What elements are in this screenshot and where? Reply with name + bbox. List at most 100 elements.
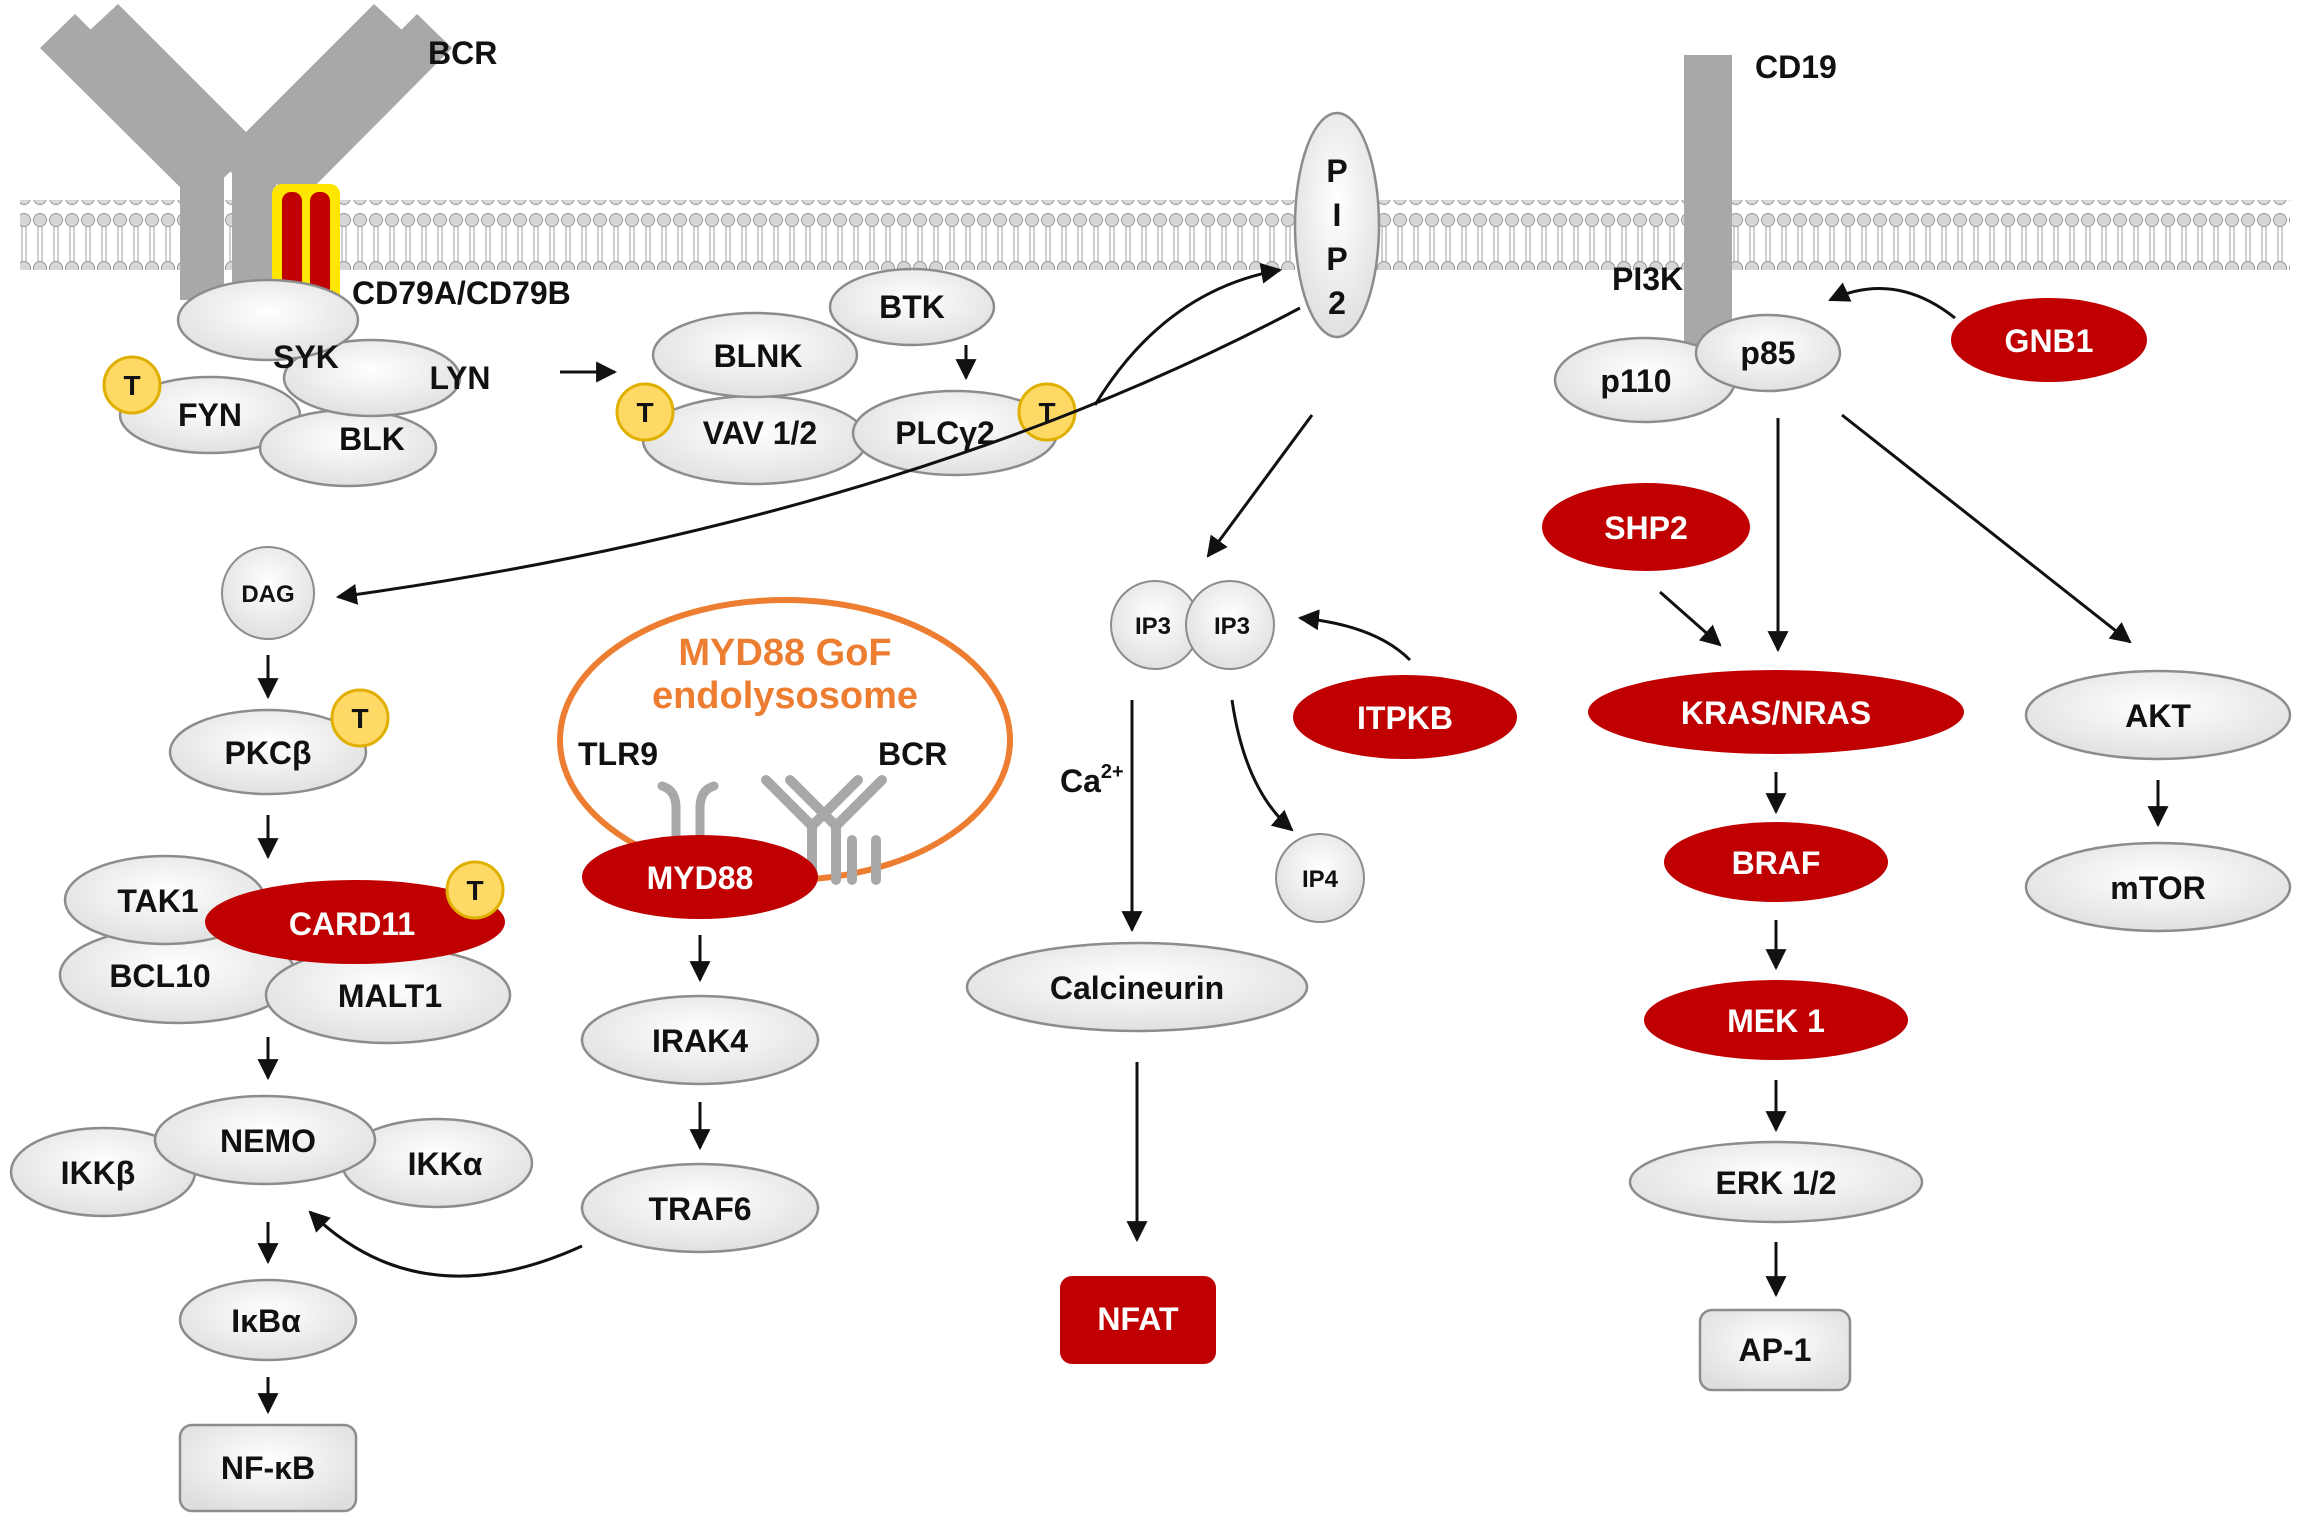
cd19-label: CD19 [1755, 49, 1837, 85]
phospho-badge-vav: T [615, 382, 675, 442]
svg-text:T: T [351, 703, 368, 734]
p85-node [1694, 313, 1842, 393]
bcr-receptor [40, 4, 452, 300]
syk-node: SYK [273, 339, 339, 375]
svg-text:NEMO: NEMO [220, 1123, 316, 1159]
ikba-node [178, 1278, 358, 1362]
arrow-pip2-to-ip3 [1206, 414, 1314, 558]
svg-text:MYD88: MYD88 [647, 860, 754, 896]
cd19-receptor [1684, 55, 1732, 355]
btk-node: BTK [879, 289, 945, 325]
pi3k-label: PI3K [1612, 261, 1683, 297]
pip2-letter-p1: P [1326, 153, 1347, 189]
traf6-node [580, 1162, 820, 1254]
blnk-node: BLNK [714, 338, 803, 374]
kras-nras-node [1588, 670, 1964, 754]
svg-text:T: T [466, 875, 483, 906]
endolysosome-title-line1: MYD88 GoF [678, 632, 891, 674]
svg-text:TRAF6: TRAF6 [648, 1191, 751, 1227]
erk-node [1628, 1140, 1924, 1224]
svg-text:SHP2: SHP2 [1604, 510, 1688, 546]
svg-text:DAG: DAG [241, 581, 294, 608]
pathway-arrows [257, 262, 2169, 1415]
nfkb-node [178, 1423, 358, 1513]
svg-text:CARD11: CARD11 [289, 906, 415, 942]
plcg2-node: PLCγ2 [895, 415, 995, 451]
arrow-p85-to-akt [1841, 413, 2132, 644]
akt-node [2024, 669, 2292, 761]
svg-text:Calcineurin: Calcineurin [1050, 970, 1224, 1006]
svg-text:AKT: AKT [2125, 698, 2191, 734]
ip3-node-b [1185, 580, 1275, 670]
svg-text:IRAK4: IRAK4 [652, 1023, 748, 1059]
arrow-traf6-to-ikk [308, 1210, 583, 1278]
pip2-letter-p2: P [1326, 241, 1347, 277]
calcium-label: Ca2+ [1060, 761, 1124, 799]
svg-text:IP4: IP4 [1302, 866, 1339, 893]
nfat-node [1060, 1276, 1216, 1364]
svg-text:BRAF: BRAF [1732, 845, 1821, 881]
lyn-node: LYN [429, 360, 490, 396]
fyn-node: FYN [178, 397, 242, 433]
endolysosome-title-line2: endolysosome [652, 675, 918, 717]
cd79-label: CD79A/CD79B [352, 275, 571, 311]
svg-text:ERK 1/2: ERK 1/2 [1716, 1165, 1837, 1201]
ap1-node [1698, 1308, 1852, 1392]
tlr9-receptor [657, 781, 719, 875]
blnk-signalosome [641, 267, 1059, 486]
svg-text:KRAS/NRAS: KRAS/NRAS [1681, 695, 1871, 731]
svg-text:mTOR: mTOR [2110, 870, 2205, 906]
irak4-node [580, 994, 820, 1086]
svg-text:NFAT: NFAT [1097, 1301, 1179, 1337]
svg-text:T: T [636, 397, 653, 428]
svg-text:MALT1: MALT1 [338, 978, 442, 1014]
arrow-shp2-to-kras [1659, 590, 1722, 647]
calcineurin-node [965, 941, 1309, 1033]
svg-text:NF-κB: NF-κB [221, 1450, 315, 1486]
nemo-node [153, 1094, 377, 1186]
pkcb-node [168, 708, 368, 796]
svg-text:ITPKB: ITPKB [1357, 700, 1453, 736]
svg-text:p85: p85 [1740, 335, 1795, 371]
ip4-node [1275, 833, 1365, 923]
mek1-node [1644, 980, 1908, 1060]
endolysosome-bcr-receptor [761, 775, 887, 885]
arrow-itpkb-to-ip3 [1297, 609, 1412, 662]
svg-text:IKKβ: IKKβ [61, 1155, 136, 1191]
svg-text:PKCβ: PKCβ [224, 735, 311, 771]
myd88-node [582, 835, 818, 919]
dag-node [221, 546, 315, 640]
svg-text:IKKα: IKKα [408, 1146, 483, 1182]
pip2-letter-2: 2 [1328, 285, 1346, 321]
braf-node [1664, 822, 1888, 902]
svg-text:IP3: IP3 [1135, 613, 1171, 640]
svg-text:IP3: IP3 [1214, 613, 1250, 640]
arrow-pip2-to-dag [335, 306, 1301, 605]
arrow-gnb1-to-p85 [1828, 282, 1956, 320]
mtor-node [2024, 841, 2292, 933]
endolysosome-bcr-label: BCR [878, 736, 947, 772]
tlr9-label: TLR9 [578, 736, 658, 772]
phospho-badge-fyn: T [102, 355, 162, 415]
cell-membrane [20, 200, 2290, 270]
arrow-ip3-to-ip4 [1230, 699, 1294, 832]
bcr-label: BCR [428, 35, 497, 71]
svg-text:T: T [123, 370, 140, 401]
gnb1-node [1951, 298, 2147, 382]
svg-text:GNB1: GNB1 [2005, 323, 2094, 359]
phospho-badge-card11: T [445, 860, 505, 920]
phospho-badge-plcg2: T [1017, 382, 1077, 442]
pip2-letter-i: I [1333, 197, 1342, 233]
svg-text:p110: p110 [1600, 363, 1671, 399]
svg-text:MEK 1: MEK 1 [1727, 1003, 1825, 1039]
card11-node [205, 880, 505, 964]
svg-text:BCL10: BCL10 [109, 958, 210, 994]
svg-text:AP-1: AP-1 [1739, 1332, 1812, 1368]
shp2-node [1542, 483, 1750, 571]
arrow-plcg2-to-pip2 [1093, 262, 1283, 406]
pip2-lipid [1293, 111, 1381, 339]
svg-text:TAK1: TAK1 [117, 883, 198, 919]
blk-node: BLK [339, 421, 405, 457]
phospho-badge-pkcb: T [330, 688, 390, 748]
